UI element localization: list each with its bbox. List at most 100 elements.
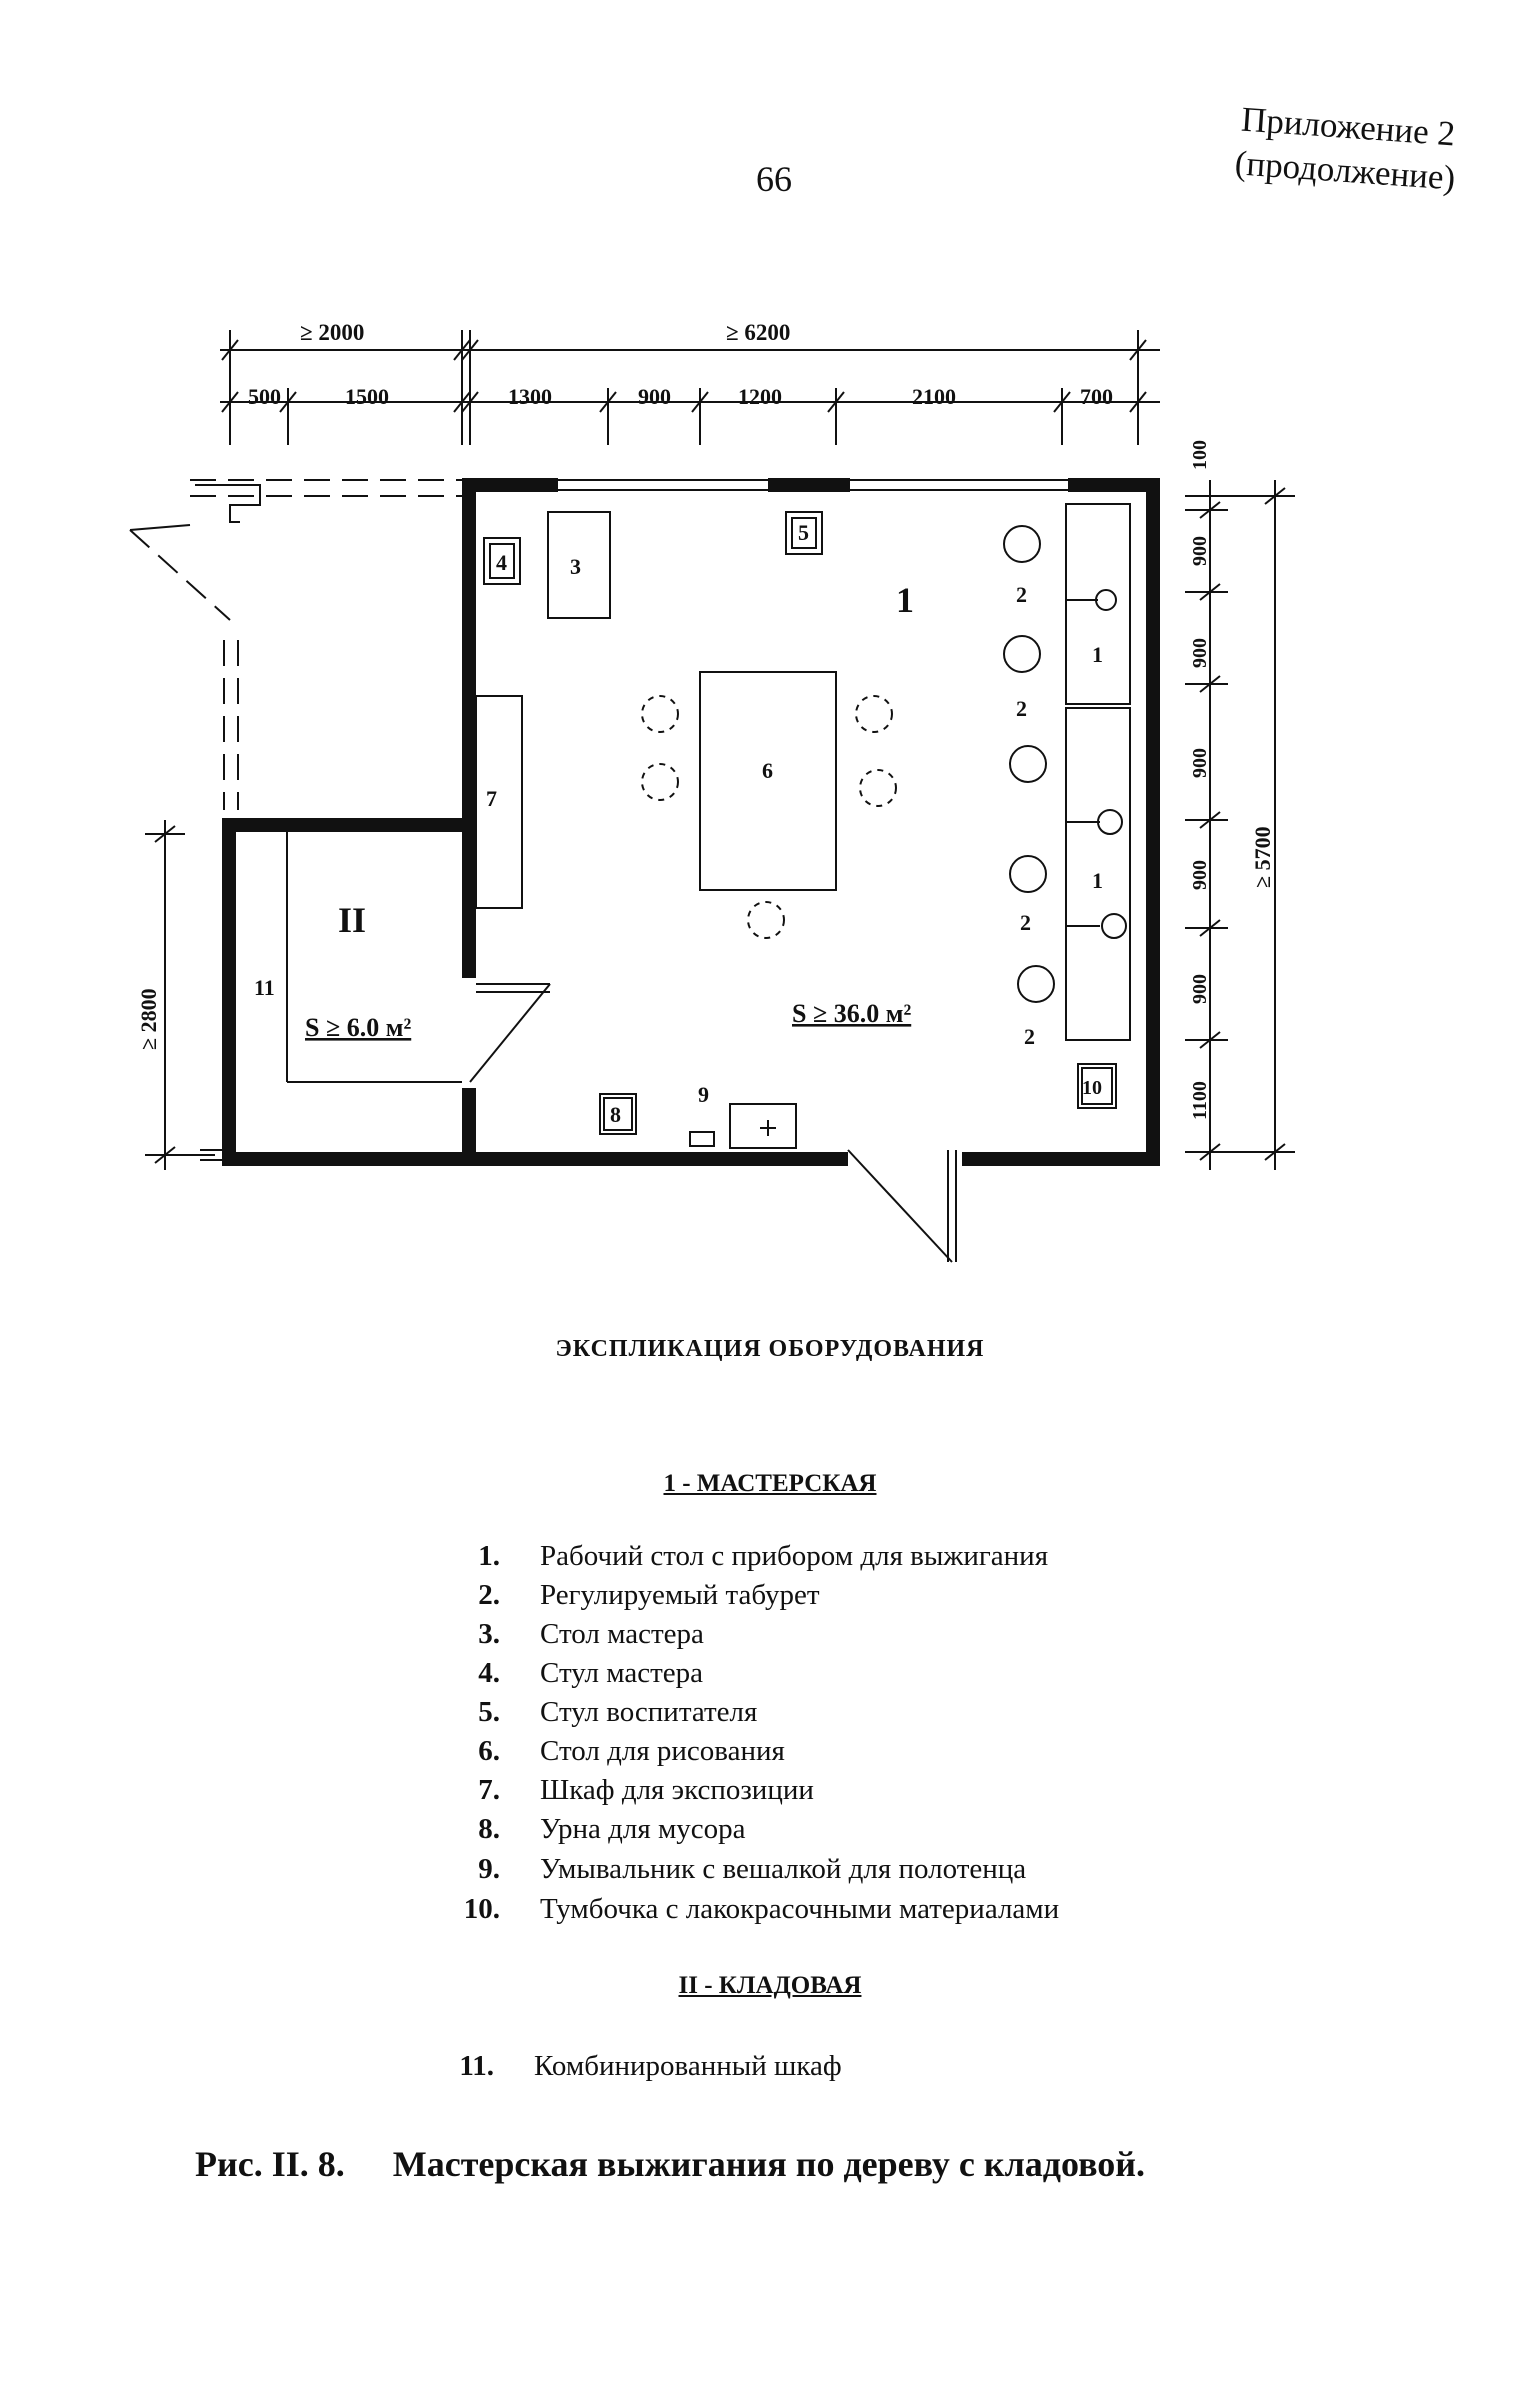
area-storage: S ≥ 6.0 м² xyxy=(305,1013,411,1042)
label-1b: 1 xyxy=(1092,868,1103,893)
label-10: 10 xyxy=(1082,1077,1102,1099)
drawing-table-chairs xyxy=(641,695,897,939)
item-number: 1. xyxy=(478,1540,500,1572)
list-item: 9. Умывальник с вешалкой для полотенца xyxy=(478,1853,1027,1886)
stool-1 xyxy=(1003,525,1041,563)
list-item: 1. Рабочий стол с прибором для выжигания xyxy=(478,1540,1049,1573)
item-number: 8. xyxy=(478,1813,500,1845)
dim-right-total: ≥ 5700 xyxy=(1250,826,1275,888)
stool-4 xyxy=(1009,855,1047,893)
dim-top-seg-5: 1200 xyxy=(738,384,782,409)
dim-top-total-right: ≥ 6200 xyxy=(726,320,790,345)
windows xyxy=(558,479,1068,491)
section1-title: 1 - МАСТЕРСКАЯ xyxy=(663,1470,877,1497)
label-7: 7 xyxy=(486,786,497,811)
label-2a: 2 xyxy=(1016,582,1027,607)
item-number: 3. xyxy=(478,1618,500,1650)
item-text: Стул мастера xyxy=(540,1657,704,1689)
label-8: 8 xyxy=(610,1102,621,1127)
item-text: Регулируемый табурет xyxy=(540,1579,820,1611)
label-6: 6 xyxy=(762,758,773,783)
workbench-lower xyxy=(1065,707,1131,1041)
label-5: 5 xyxy=(798,520,809,545)
item-number: 6. xyxy=(478,1735,500,1767)
list-item: 8. Урна для мусора xyxy=(478,1813,746,1846)
furniture xyxy=(475,503,1131,1149)
list-item: 4. Стул мастера xyxy=(478,1657,704,1690)
dim-right-seg-4: 900 xyxy=(1189,748,1211,778)
dim-left-total: ≥ 2800 xyxy=(136,988,161,1050)
item-text: Стул воспитателя xyxy=(540,1696,758,1728)
drawing-table xyxy=(699,671,837,891)
teacher-chair-inner xyxy=(791,517,817,549)
cabinet-outer xyxy=(1077,1063,1117,1109)
dim-right-seg-1: 100 xyxy=(1189,440,1211,470)
item-number: 10. xyxy=(463,1893,500,1925)
stool-3 xyxy=(1009,745,1047,783)
label-11: 11 xyxy=(254,975,275,1000)
item-text: Комбинированный шкаф xyxy=(534,2050,842,2082)
dim-top-seg-1: 500 xyxy=(248,384,281,409)
item-text: Стол для рисования xyxy=(540,1735,785,1767)
storage-wardrobe-outline xyxy=(286,832,462,1083)
dim-top-seg-3: 1300 xyxy=(508,384,552,409)
towel-rack xyxy=(689,1131,715,1147)
stool-2 xyxy=(1003,635,1041,673)
workbench-upper xyxy=(1065,503,1131,705)
item-text: Рабочий стол с прибором для выжигания xyxy=(540,1540,1049,1572)
figure-caption: Рис. II. 8. Мастерская выжигания по дерев… xyxy=(195,2143,1145,2185)
label-4: 4 xyxy=(496,550,507,575)
dim-right-seg-5: 900 xyxy=(1189,860,1211,890)
dim-right-seg-3: 900 xyxy=(1189,638,1211,668)
cabinet-inner xyxy=(1081,1067,1113,1105)
item-text: Шкаф для экспозиции xyxy=(540,1774,814,1806)
floor-plan: ≥ 2000 ≥ 6200 500 1500 1300 900 1200 210… xyxy=(129,320,1295,1263)
item-text: Стол мастера xyxy=(540,1618,704,1650)
list-item: 7. Шкаф для экспозиции xyxy=(478,1774,814,1807)
room-workshop-number: 1 xyxy=(896,580,914,620)
list-item: 3. Стол мастера xyxy=(478,1618,704,1651)
dim-top-seg-4: 900 xyxy=(638,384,671,409)
dim-top-seg-7: 700 xyxy=(1080,384,1113,409)
walls xyxy=(222,478,1160,1166)
dim-top-total-left: ≥ 2000 xyxy=(300,320,364,345)
item-number: 9. xyxy=(478,1853,500,1885)
item-number: 2. xyxy=(478,1579,500,1611)
bin-inner xyxy=(603,1097,633,1131)
bin-outer xyxy=(599,1093,637,1135)
top-dimension-lines xyxy=(220,330,1160,445)
list-item: 5.Стул воспитателя xyxy=(478,1696,758,1729)
item-text: Урна для мусора xyxy=(540,1813,746,1845)
label-2b: 2 xyxy=(1016,696,1027,721)
right-dimension-lines xyxy=(1185,480,1295,1170)
list-item: 10. Тумбочка с лакокрасочными материалами xyxy=(464,1893,1060,1926)
doors xyxy=(200,983,957,1263)
item-text: Тумбочка с лакокрасочными материалами xyxy=(540,1893,1060,1925)
label-1a: 1 xyxy=(1092,642,1103,667)
area-workshop: S ≥ 36.0 м² xyxy=(792,999,911,1028)
room-storage-number: II xyxy=(338,900,366,940)
list-item: 6. Стол для рисования xyxy=(478,1735,785,1768)
item-number: 7. xyxy=(478,1774,500,1806)
dim-right-seg-2: 900 xyxy=(1189,536,1211,566)
list-item: 2. Регулируемый табурет xyxy=(478,1579,820,1612)
figure-title: Мастерская выжигания по дереву с кладово… xyxy=(392,2144,1146,2184)
corridor-edge xyxy=(129,484,261,531)
page-number: 66 xyxy=(756,159,792,199)
label-2c: 2 xyxy=(1020,910,1031,935)
equipment-labels: 4 3 5 6 7 8 9 10 1 1 2 2 2 2 xyxy=(486,520,1103,1127)
washbasin xyxy=(729,1103,797,1149)
master-chair-inner xyxy=(489,543,515,579)
master-chair-outer xyxy=(483,537,521,585)
dim-right-seg-7: 1100 xyxy=(1189,1081,1211,1120)
corridor-dashed xyxy=(129,479,462,810)
item-number: 4. xyxy=(478,1657,500,1689)
list-item: 11.Комбинированный шкаф xyxy=(459,2050,842,2083)
item-text: Умывальник с вешалкой для полотенца xyxy=(540,1853,1027,1885)
left-dimension-line xyxy=(145,820,215,1170)
section2-title: II - КЛАДОВАЯ xyxy=(678,1972,862,1999)
label-2d: 2 xyxy=(1024,1024,1035,1049)
figure-number: Рис. II. 8. xyxy=(195,2144,345,2184)
master-table xyxy=(547,511,611,619)
label-9: 9 xyxy=(698,1082,709,1107)
